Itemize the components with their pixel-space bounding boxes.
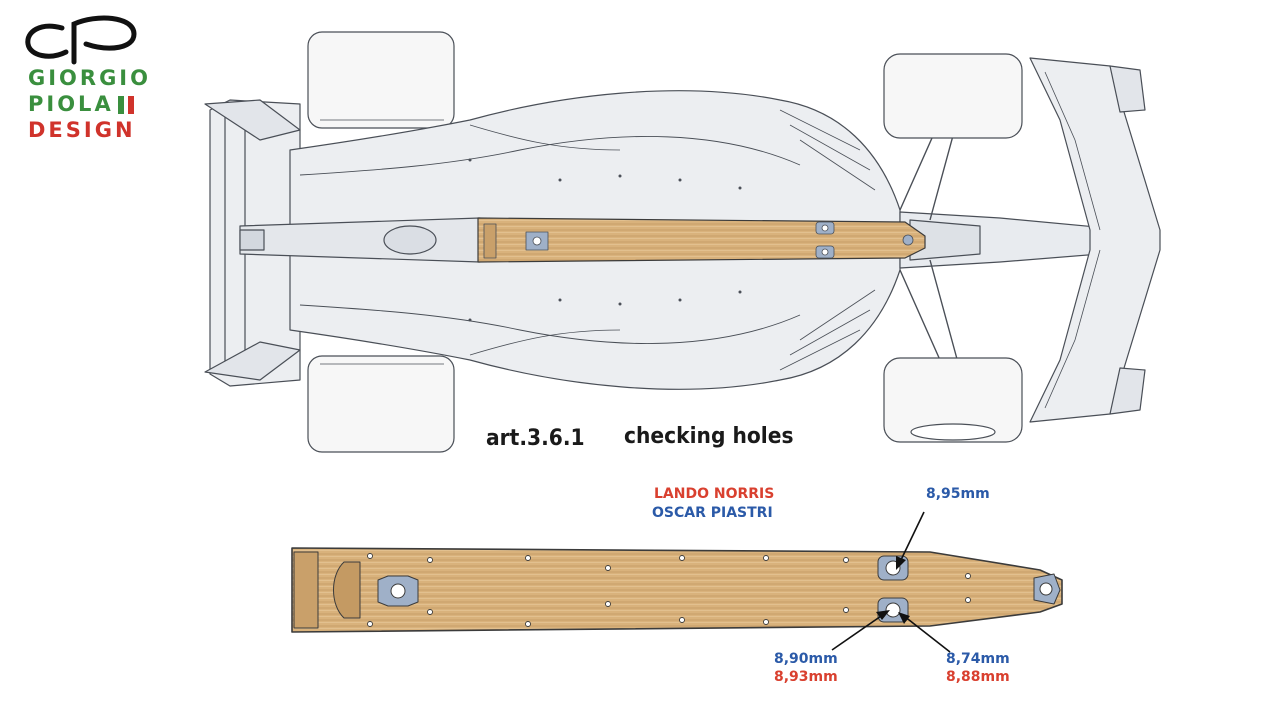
logo-line-piola: PIOLA bbox=[28, 92, 114, 116]
logo-flag-red bbox=[128, 96, 134, 114]
front-wing bbox=[1029, 57, 1161, 423]
front-upper-piastri-value: 8,95mm bbox=[926, 486, 990, 502]
arrow-lower-right bbox=[903, 615, 951, 653]
plank-outline bbox=[291, 547, 1063, 633]
subject-caption: checking holes bbox=[624, 424, 794, 449]
floor-fasteners bbox=[468, 158, 742, 322]
plank-detail bbox=[291, 547, 1063, 633]
car-underside-view bbox=[204, 31, 1161, 453]
rear-skid-block bbox=[377, 575, 419, 607]
logo-line-design: DESIGN bbox=[28, 118, 136, 142]
plank-on-car bbox=[477, 217, 926, 263]
front-lower-right-piastri-value: 8,74mm bbox=[946, 651, 1010, 667]
nose bbox=[899, 211, 1151, 269]
logo-flag-green bbox=[118, 96, 124, 114]
front-lower-left-norris-value: 8,93mm bbox=[774, 669, 838, 685]
front-right-tyre bbox=[883, 357, 1023, 443]
arrow-lower-left bbox=[831, 613, 885, 651]
front-lower-right-norris-value: 8,88mm bbox=[946, 669, 1010, 685]
rear-right-tyre bbox=[307, 355, 455, 453]
plank-bolt-holes bbox=[367, 553, 971, 627]
nose-skid bbox=[1033, 573, 1061, 605]
rear-left-tyre bbox=[307, 31, 455, 129]
gp-logo-mark-icon bbox=[25, 15, 137, 65]
logo-line-giorgio: GIORGIO bbox=[28, 66, 151, 90]
front-lower-left-piastri-value: 8,90mm bbox=[774, 651, 838, 667]
arrow-upper bbox=[899, 511, 925, 563]
article-caption: art.3.6.1 bbox=[486, 426, 585, 451]
gearbox bbox=[239, 217, 481, 263]
legend-piastri: OSCAR PIASTRI bbox=[652, 505, 773, 521]
legend-norris: LANDO NORRIS bbox=[654, 486, 775, 502]
measurement-arrows bbox=[831, 511, 951, 653]
front-left-tyre bbox=[883, 53, 1023, 139]
